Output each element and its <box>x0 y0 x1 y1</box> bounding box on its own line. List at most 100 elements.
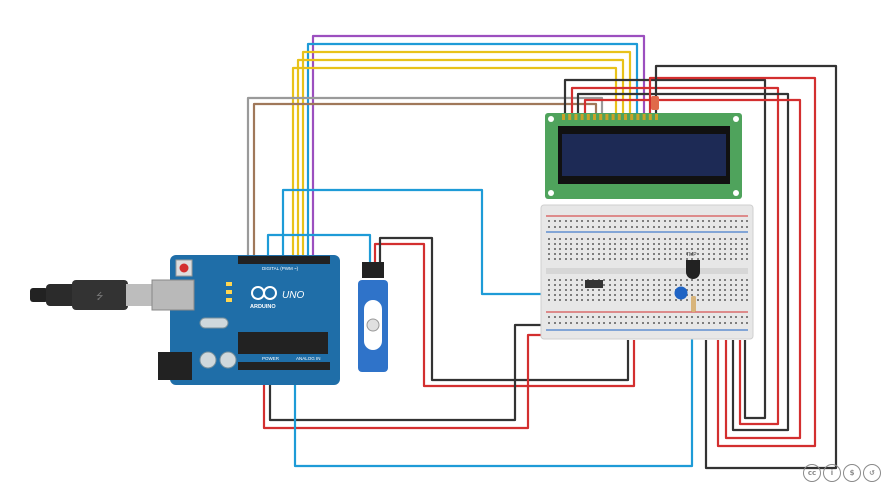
breadboard-hole <box>603 258 605 260</box>
breadboard-hole <box>609 220 611 222</box>
breadboard-hole <box>708 238 710 240</box>
breadboard-hole <box>741 322 743 324</box>
breadboard-hole <box>609 253 611 255</box>
breadboard-hole <box>576 248 578 250</box>
lcd-display <box>545 96 742 199</box>
breadboard-hole <box>735 243 737 245</box>
breadboard-hole <box>559 220 561 222</box>
breadboard-hole <box>603 238 605 240</box>
breadboard-center-channel <box>546 268 748 274</box>
breadboard-hole <box>664 258 666 260</box>
breadboard-hole <box>576 299 578 301</box>
breadboard-hole <box>741 279 743 281</box>
breadboard-hole <box>719 294 721 296</box>
breadboard-hole <box>697 220 699 222</box>
breadboard-hole <box>625 284 627 286</box>
breadboard-hole <box>570 289 572 291</box>
breadboard-hole <box>708 316 710 318</box>
breadboard-hole <box>697 248 699 250</box>
breadboard-hole <box>592 322 594 324</box>
breadboard-hole <box>708 299 710 301</box>
breadboard-hole <box>741 243 743 245</box>
breadboard-hole <box>642 322 644 324</box>
breadboard-hole <box>603 226 605 228</box>
lcd-pin <box>580 114 584 120</box>
breadboard-hole <box>658 226 660 228</box>
breadboard-hole <box>746 238 748 240</box>
breadboard-hole <box>730 299 732 301</box>
breadboard-hole <box>658 299 660 301</box>
breadboard-hole <box>587 322 589 324</box>
breadboard-hole <box>686 243 688 245</box>
breadboard-hole <box>669 238 671 240</box>
breadboard-hole <box>570 226 572 228</box>
breadboard-hole <box>724 289 726 291</box>
breadboard-hole <box>642 284 644 286</box>
usb-cable-strain <box>46 284 76 306</box>
wire-brown <box>252 102 598 258</box>
breadboard-hole <box>697 238 699 240</box>
breadboard-hole <box>741 299 743 301</box>
breadboard-hole <box>625 226 627 228</box>
breadboard-hole <box>658 322 660 324</box>
breadboard-hole <box>680 243 682 245</box>
breadboard-hole <box>603 253 605 255</box>
breadboard-hole <box>746 253 748 255</box>
breadboard-hole <box>642 248 644 250</box>
breadboard-hole <box>658 238 660 240</box>
breadboard-hole <box>581 284 583 286</box>
breadboard-hole <box>686 238 688 240</box>
breadboard-hole <box>675 284 677 286</box>
breadboard-hole <box>697 253 699 255</box>
breadboard-hole <box>548 294 550 296</box>
breadboard-hole <box>691 284 693 286</box>
breadboard-hole <box>603 316 605 318</box>
usb-plug-body <box>72 280 128 310</box>
breadboard-hole <box>719 243 721 245</box>
lcd-pins <box>562 114 658 120</box>
breadboard-hole <box>735 279 737 281</box>
temperature-sensor <box>686 260 700 279</box>
breadboard-hole <box>614 243 616 245</box>
breadboard-hole <box>713 220 715 222</box>
breadboard-hole <box>680 220 682 222</box>
breadboard-hole <box>680 322 682 324</box>
servo-shaft <box>366 318 380 332</box>
breadboard-hole <box>631 316 633 318</box>
breadboard-hole <box>565 289 567 291</box>
breadboard-hole <box>642 258 644 260</box>
breadboard-hole <box>713 226 715 228</box>
breadboard-hole <box>664 243 666 245</box>
breadboard-hole <box>581 248 583 250</box>
breadboard-hole <box>642 220 644 222</box>
breadboard-hole <box>680 316 682 318</box>
breadboard-hole <box>653 243 655 245</box>
breadboard-hole <box>691 243 693 245</box>
breadboard-hole <box>741 258 743 260</box>
breadboard-hole <box>680 226 682 228</box>
breadboard-hole <box>614 258 616 260</box>
breadboard-hole <box>609 322 611 324</box>
breadboard-hole <box>620 279 622 281</box>
breadboard-hole <box>691 238 693 240</box>
breadboard-hole <box>664 253 666 255</box>
breadboard-hole <box>631 248 633 250</box>
breadboard-hole <box>647 279 649 281</box>
usb-cable: ⭍ <box>30 280 156 310</box>
breadboard-hole <box>614 226 616 228</box>
resistor <box>691 296 696 312</box>
breadboard-hole <box>576 279 578 281</box>
breadboard-hole <box>697 289 699 291</box>
breadboard-hole <box>587 294 589 296</box>
breadboard-hole <box>565 258 567 260</box>
breadboard-hole <box>691 253 693 255</box>
slide-switch[interactable] <box>585 280 603 288</box>
breadboard-hole <box>647 258 649 260</box>
breadboard-hole <box>636 289 638 291</box>
breadboard-hole <box>669 220 671 222</box>
breadboard-hole <box>592 248 594 250</box>
breadboard-hole <box>675 248 677 250</box>
breadboard-hole <box>576 258 578 260</box>
breadboard-hole <box>559 253 561 255</box>
breadboard-hole <box>603 243 605 245</box>
